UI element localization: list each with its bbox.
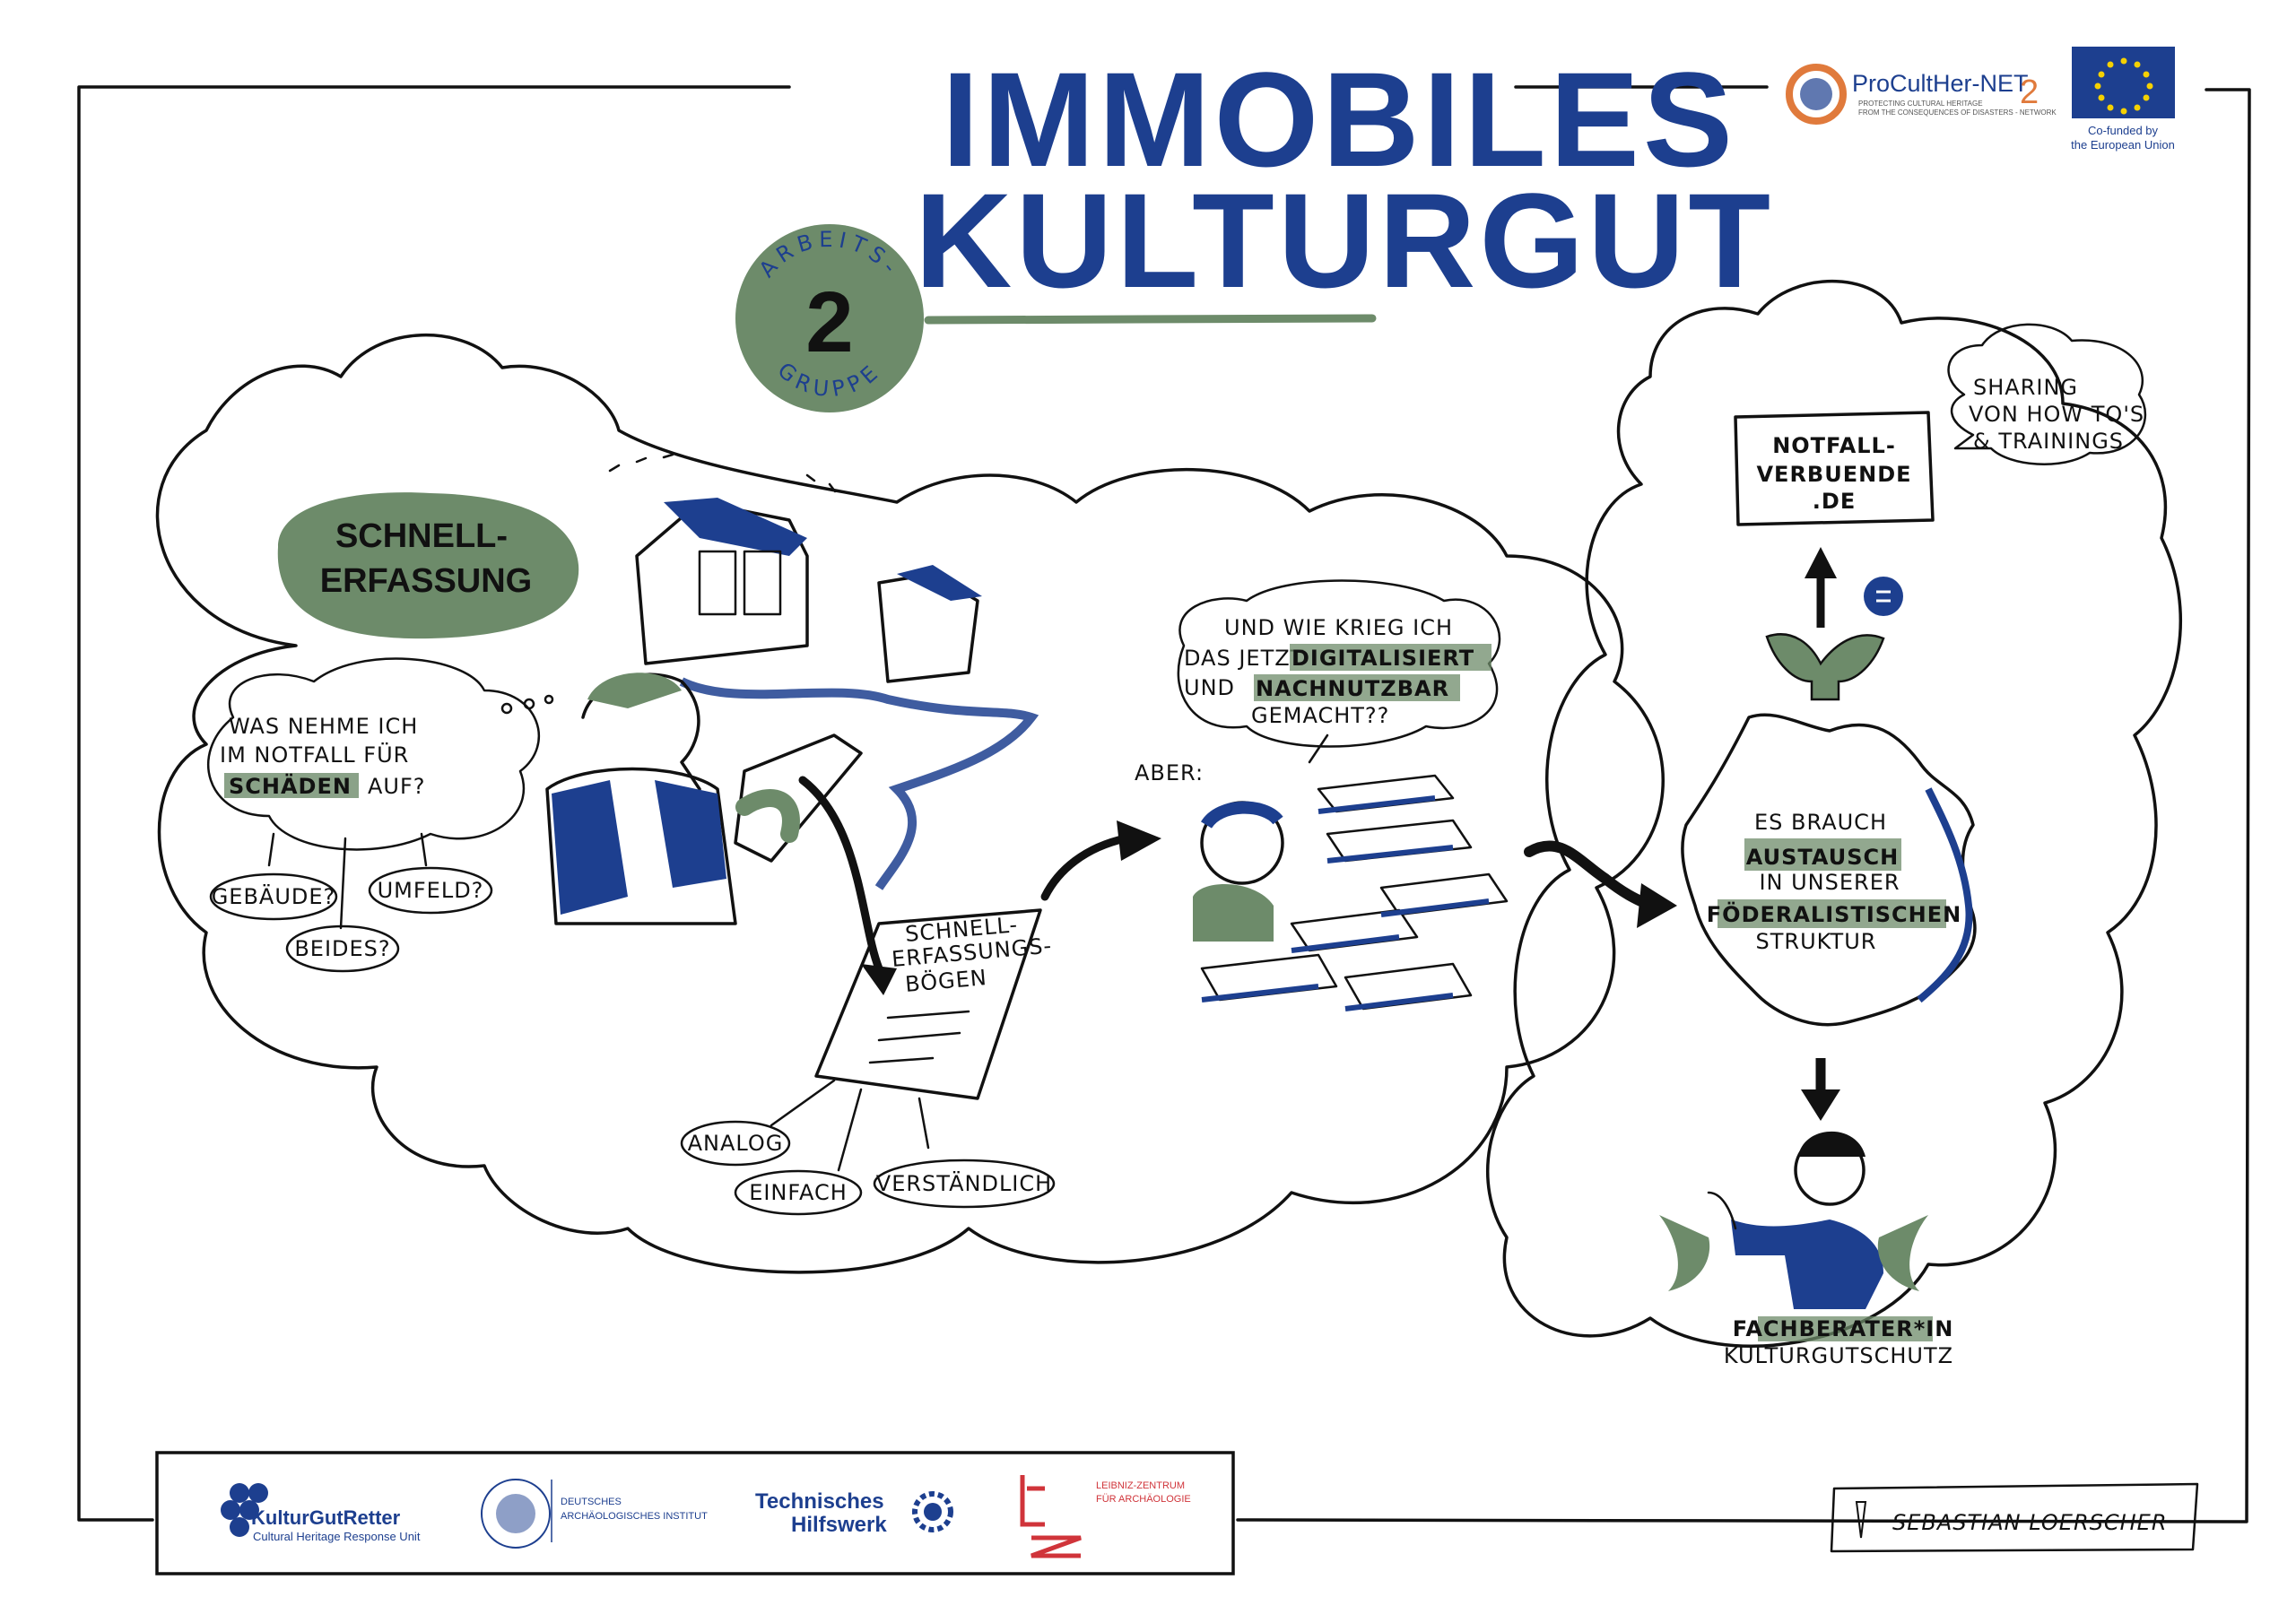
sharing-bubble: SHARING VON HOW TO'S & TRAININGS (1947, 323, 2147, 465)
title: IMMOBILES KULTURGUT (915, 44, 1774, 325)
partner-logo-strip: KulturGutRetter Cultural Heritage Respon… (155, 1451, 1235, 1575)
germany-line5: STRUKTUR (1756, 929, 1877, 954)
dai-logo: DEUTSCHES ARCHÄOLOGISCHES INSTITUT (481, 1479, 708, 1549)
sharing-line1: SHARING (1973, 375, 2078, 400)
fachberater-line2: KULTURGUTSCHUTZ (1724, 1343, 1953, 1368)
eu-line1: Co-funded by (2088, 124, 2159, 137)
title-line2: KULTURGUT (915, 165, 1774, 316)
title-line1: IMMOBILES (942, 44, 1736, 195)
signature-text: SEBASTIAN LOERSCHER (1892, 1510, 2168, 1535)
germany-line3: IN UNSERER (1759, 870, 1900, 895)
question-line2: IM NOTFALL FÜR (220, 742, 409, 768)
buildings-illustration (608, 453, 1039, 890)
form-sheet: SCHNELL- ERFASSUNGS- BÖGEN (770, 908, 1053, 1172)
schnellerfassung-heading: SCHNELL- ERFASSUNG (277, 492, 579, 639)
dai-line1: DEUTSCHES (561, 1497, 622, 1507)
thw-line2: Hilfswerk (791, 1513, 887, 1537)
flow-arrows (798, 547, 1840, 1121)
option-beides: BEIDES? (294, 936, 390, 961)
advisor-illustration (1659, 1131, 1928, 1309)
dai-line2: ARCHÄOLOGISCHES INSTITUT (561, 1511, 708, 1522)
notfall-line1: NOTFALL- (1772, 433, 1896, 458)
left-cloud (155, 334, 1665, 1274)
sharing-line2: VON HOW TO'S (1969, 402, 2144, 427)
question-line1: WAS NEHME ICH (229, 714, 418, 739)
procult-number: 2 (2020, 74, 2039, 111)
eagle-illustration (1765, 577, 1903, 701)
frame (77, 85, 2251, 1523)
digital-line3a: UND (1184, 675, 1235, 700)
surveyor-illustration (545, 673, 863, 925)
leiza-line2: FÜR ARCHÄOLOGIE (1096, 1494, 1191, 1505)
procult-logo: ProCultHer-NET 2 PROTECTING CULTURAL HER… (1786, 64, 2057, 125)
criteria-einfach: EINFACH (749, 1180, 848, 1205)
digital-bubble: UND WIE KRIEG ICH DAS JETZT DIGITALISIER… (1177, 579, 1501, 764)
option-ovals: GEBÄUDE? UMFELD? BEIDES? (209, 866, 493, 973)
fachberater-line1: FACHBERATER*IN (1733, 1316, 1954, 1341)
thw-line1: Technisches (755, 1489, 884, 1514)
procult-name: ProCultHer-NET (1852, 70, 2029, 97)
criteria-ovals: ANALOG EINFACH VERSTÄNDLICH (680, 1120, 1056, 1216)
thw-logo: Technisches Hilfswerk (755, 1489, 953, 1537)
leiza-line1: LEIBNIZ-ZENTRUM (1096, 1480, 1185, 1491)
schnell-line2: ERFASSUNG (320, 562, 532, 600)
notfall-line3: .DE (1813, 489, 1856, 514)
question-rest: AUF? (368, 774, 426, 799)
leiza-logo: LEIBNIZ-ZENTRUM FÜR ARCHÄOLOGIE (1020, 1475, 1191, 1558)
eu-line2: the European Union (2071, 138, 2175, 152)
digital-line1: UND WIE KRIEG ICH (1224, 615, 1453, 640)
digital-line2b: DIGITALISIERT (1292, 646, 1474, 671)
right-cloud (1486, 280, 2183, 1348)
germany-map: ES BRAUCH AUSTAUSCH IN UNSERER FÖDERALIS… (1681, 713, 1977, 1027)
eu-logo: Co-funded by the European Union (2071, 47, 2175, 152)
kulturgutretter-logo: KulturGutRetter Cultural Heritage Respon… (221, 1483, 421, 1543)
criteria-analog: ANALOG (688, 1131, 784, 1156)
aber-label: ABER: (1135, 760, 1204, 785)
badge-number: 2 (805, 274, 853, 370)
schnell-line1: SCHNELL- (335, 517, 508, 555)
procult-sub2: FROM THE CONSEQUENCES OF DISASTERS - NET… (1858, 108, 2057, 117)
notfall-box: NOTFALL- VERBUENDE .DE (1734, 411, 1935, 526)
question-bubble: WAS NEHME ICH IM NOTFALL FÜR SCHÄDEN AUF… (207, 657, 554, 930)
criteria-verstaendlich: VERSTÄNDLICH (876, 1170, 1052, 1196)
question-highlight: SCHÄDEN (229, 773, 352, 799)
group-badge: 2 ARBEITS- GRUPPE (735, 224, 924, 412)
sharing-line3: & TRAININGS (1973, 429, 2124, 454)
kgr-name: KulturGutRetter (251, 1506, 401, 1529)
digital-line4: GEMACHT?? (1251, 703, 1389, 728)
option-umfeld: UMFELD? (378, 878, 484, 903)
germany-line2: AUSTAUSCH (1746, 845, 1899, 870)
procult-sub1: PROTECTING CULTURAL HERITAGE (1858, 100, 1983, 108)
digital-line3b: NACHNUTZBAR (1256, 676, 1449, 701)
germany-line4: FÖDERALISTISCHEN (1707, 900, 1961, 927)
germany-line1: ES BRAUCH (1754, 810, 1887, 835)
digital-line2a: DAS JETZT (1184, 646, 1304, 671)
notfall-line2: VERBUENDE (1756, 462, 1911, 487)
signature-box: SEBASTIAN LOERSCHER (1830, 1482, 2199, 1553)
option-gebaeude: GEBÄUDE? (212, 883, 336, 909)
kgr-sub: Cultural Heritage Response Unit (253, 1530, 421, 1543)
paper-stacks-illustration (1193, 774, 1509, 1011)
